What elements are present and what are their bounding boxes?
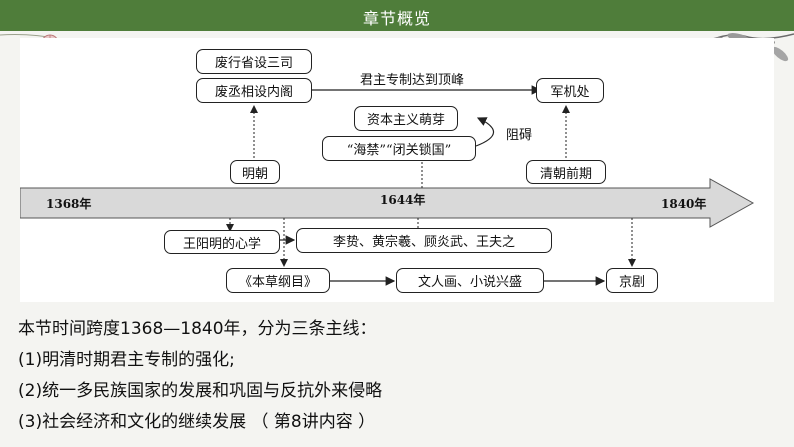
note-line-1: (1)明清时期君主专制的强化; [18,350,235,370]
year-1644: 1644年 [380,193,426,207]
diagram-connectors [20,85,755,286]
year-1368: 1368年 [46,197,92,211]
node-thinkers: 李贽、黄宗羲、顾炎武、王夫之 [296,228,552,253]
node-capitalism: 资本主义萌芽 [354,106,458,131]
timeline-arrow [20,178,755,228]
node-cabinet: 废丞相设内阁 [196,78,312,103]
node-ming: 明朝 [230,160,280,184]
node-closed-door: “海禁”“闭关锁国” [322,136,476,161]
note-line-intro: 本节时间跨度1368—1840年，分为三条主线： [18,319,377,339]
node-literati: 文人画、小说兴盛 [396,268,544,293]
label-autocracy-peak: 君主专制达到顶峰 [360,73,465,88]
node-bencao: 《本草纲目》 [226,268,330,293]
node-grand-council: 军机处 [536,78,604,103]
header-bar: 章节概览 [0,0,794,31]
node-early-qing: 清朝前期 [526,160,606,184]
year-1840: 1840年 [661,197,707,211]
node-peking-opera: 京剧 [606,268,658,293]
note-line-2: (2)统一多民族国家的发展和巩固与反抗外来侵略 [18,381,383,401]
note-line-3: (3)社会经济和文化的继续发展 （ 第8讲内容 ） [18,412,376,432]
node-wang-yangming: 王阳明的心学 [164,230,280,254]
label-hinder: 阻碍 [506,128,533,143]
arrow-hinder [475,117,495,147]
page-title: 章节概览 [362,9,431,28]
node-province-reform: 废行省设三司 [196,49,312,74]
diagram-panel: 废行省设三司 废丞相设内阁 君主专制达到顶峰 军机处 资本主义萌芽 阻碍 “海禁… [20,38,774,302]
notes-block: 本节时间跨度1368—1840年，分为三条主线： (1)明清时期君主专制的强化;… [18,314,382,438]
